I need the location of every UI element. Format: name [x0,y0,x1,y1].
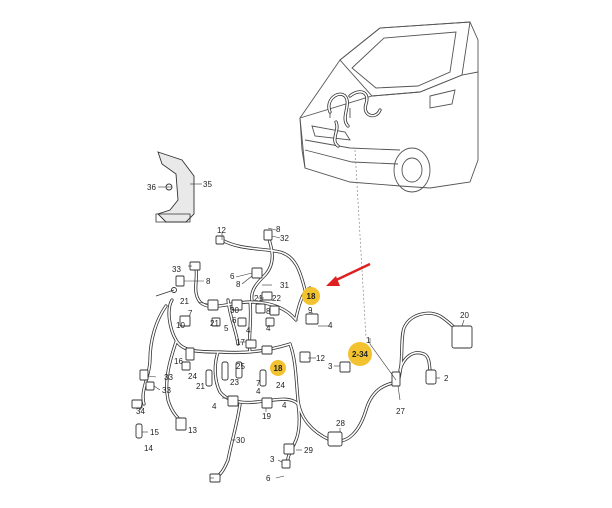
part-label: 14 [144,444,153,453]
connectors [131,229,473,483]
part-label: 35 [203,180,212,189]
part-label: 22 [272,294,281,303]
part-label: 4 [266,324,271,333]
part-label: 7 [256,379,261,388]
part-label: 33 [162,386,171,395]
vehicle-illustration [299,21,479,193]
highlight-badge-18-lower: 18 [270,360,286,376]
badge-label: 18 [274,364,283,373]
part-label: 1 [366,336,371,345]
part-label: 16 [174,357,183,366]
part-label: 4 [256,387,261,396]
part-label: 12 [316,354,325,363]
part-label: 8 [266,307,271,316]
part-label: 4 [246,326,251,335]
part-label: 24 [188,372,197,381]
part-label: 29 [304,446,313,455]
part-label: 23 [230,378,239,387]
part-label: 27 [396,407,405,416]
part-label: 3 [328,362,333,371]
part-label: 33 [172,265,181,274]
part-label: 4 [212,402,217,411]
part-label: 30 [230,306,239,315]
part-label: 34 [136,407,145,416]
part-label: 5 [224,324,229,333]
part-label: 36 [147,183,156,192]
bracket-assembly [155,151,202,223]
part-label: 21 [196,382,205,391]
part-label: 10 [176,321,185,330]
part-label: 21 [180,297,189,306]
badge-label: 18 [307,292,316,301]
part-label: 6 [232,316,237,325]
badge-label: 2-34 [352,350,369,359]
part-label: 8 [276,225,281,234]
part-label: 25 [236,362,245,371]
part-label: 6 [230,272,235,281]
part-label: 30 [236,436,245,445]
part-labels: 35 36 12 8 32 33 8 6 8 31 21 22 21 30 8 … [136,180,469,483]
part-label: 12 [217,226,226,235]
part-label: 13 [188,426,197,435]
part-label: 4 [282,401,287,410]
part-label: 21 [210,319,219,328]
part-label: 9 [308,306,313,315]
part-label: 7 [188,309,193,318]
part-label: 8 [236,280,241,289]
part-label: 31 [280,281,289,290]
part-label: 19 [262,412,271,421]
part-label: 24 [276,381,285,390]
part-label: 6 [266,474,271,483]
highlight-badge-2-34: 2-34 [348,342,372,366]
part-label: 33 [164,373,173,382]
part-label: 20 [460,311,469,320]
part-label: 21 [254,294,263,303]
highlight-badge-18-upper: 18 [302,287,320,305]
part-label: 2 [444,374,449,383]
reference-dashed-line [354,149,367,339]
leader-lines [139,227,465,479]
part-label: 8 [206,277,211,286]
part-label: 15 [150,428,159,437]
part-label: 28 [336,419,345,428]
red-arrow-indicator [326,262,371,286]
part-label: 3 [270,455,275,464]
part-label: 17 [236,338,245,347]
part-label: 32 [280,234,289,243]
part-label: 4 [328,321,333,330]
